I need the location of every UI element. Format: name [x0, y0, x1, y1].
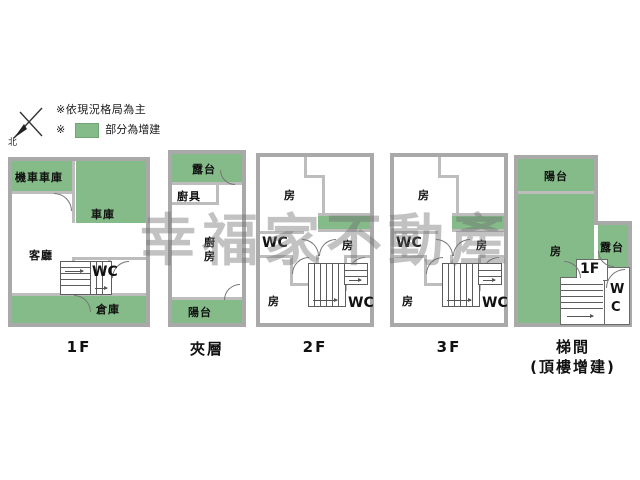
legend-note-addition: ※ 部分為增建 — [56, 120, 160, 140]
label-mz-balcony: 陽台 — [188, 306, 212, 319]
label-2f-wc-right: WC — [348, 295, 374, 311]
legend-green-swatch — [75, 122, 100, 138]
label-3f-wc-right: WC — [482, 295, 508, 311]
door-swing-3f-stairs-left — [436, 239, 453, 256]
floor-label-stairwell-line1: 梯間 — [555, 338, 590, 356]
label-2f-room-top: 房 — [284, 189, 296, 202]
label-st-wc-w: W — [610, 282, 625, 297]
door-swing-moto-garage — [54, 193, 72, 211]
floor-panel-stairwell[interactable]: 陽台 房 露台 1F W C — [514, 155, 632, 327]
label-st-wc-c: C — [611, 300, 621, 315]
floor-panel-1f[interactable]: 機車車庫 車庫 客廳 WC 倉庫 — [8, 157, 150, 327]
label-st-room: 房 — [550, 245, 562, 258]
label-3f-room-bottom: 房 — [402, 295, 414, 308]
stairs-stairwell — [561, 278, 603, 322]
label-mz-terrace: 露台 — [192, 163, 216, 176]
label-wc-1f: WC — [92, 264, 118, 280]
label-kitchen-char1: 廚 — [204, 236, 216, 249]
room-area-3f-balcony — [452, 215, 504, 229]
room-area-st-balcony — [518, 159, 594, 191]
label-2f-room-bottom: 房 — [268, 295, 280, 308]
floor-panel-2f[interactable]: 房 WC 房 房 WC — [256, 153, 374, 327]
label-moto-garage: 機車車庫 — [15, 171, 63, 184]
floor-label-mezzanine: 夾層 — [189, 340, 224, 358]
door-swing-3f-stairs-right — [453, 239, 470, 256]
floor-label-1f: 1F — [66, 338, 92, 356]
stairs-2f — [308, 263, 346, 307]
label-st-balcony: 陽台 — [544, 170, 568, 183]
stairs-3f — [442, 263, 480, 307]
room-area-mz-balcony — [172, 297, 242, 323]
floor-label-2f: 2F — [302, 338, 328, 356]
legend-note-1-text: ※依現況格局為主 — [56, 103, 147, 116]
north-compass-icon: 北 — [8, 107, 43, 148]
floor-panel-3f[interactable]: 房 WC 房 房 WC — [390, 153, 508, 327]
room-area-left-strip — [12, 293, 76, 323]
label-3f-wc-left: WC — [396, 235, 422, 251]
door-swing-2f-stairs-right — [319, 239, 336, 256]
legend-note-2-suffix: 部分為增建 — [105, 123, 161, 136]
room-area-moto-garage — [12, 161, 72, 191]
label-st-terrace: 露台 — [600, 241, 624, 254]
floor-label-3f: 3F — [436, 338, 462, 356]
legend-note-current-layout: ※依現況格局為主 — [56, 100, 160, 120]
legend-note-2-prefix: ※ — [56, 123, 66, 136]
stairs-2f-upper — [344, 263, 368, 285]
label-living-room: 客廳 — [29, 249, 53, 262]
label-garage: 車庫 — [91, 208, 115, 221]
floor-panel-mezzanine[interactable]: 露台 廚具 廚 房 陽台 — [168, 150, 246, 327]
door-swing-2f-stairs-left — [302, 239, 319, 256]
label-3f-room-right: 房 — [476, 239, 488, 252]
label-st-1f: 1F — [580, 261, 600, 277]
label-2f-wc-left: WC — [262, 235, 288, 251]
svg-text:北: 北 — [8, 137, 17, 148]
room-area-garage — [76, 161, 146, 223]
label-kitchen-char2: 房 — [204, 250, 216, 263]
door-swing-3f-room-left — [426, 257, 443, 274]
stairs-1f — [60, 261, 92, 295]
label-3f-room-top: 房 — [418, 189, 430, 202]
room-area-2f-balcony — [318, 215, 370, 229]
legend: ※依現況格局為主 ※ 部分為增建 — [56, 100, 160, 140]
door-swing-mz-balcony — [224, 284, 240, 300]
label-kitchen-unit: 廚具 — [177, 190, 201, 203]
floor-label-stairwell-line2: (頂樓增建) — [530, 358, 616, 376]
label-storage: 倉庫 — [96, 303, 120, 316]
door-swing-2f-room-left — [292, 257, 309, 274]
stairs-1f-upper — [90, 261, 112, 295]
stairs-3f-upper — [478, 263, 502, 285]
label-2f-room-right: 房 — [342, 239, 354, 252]
